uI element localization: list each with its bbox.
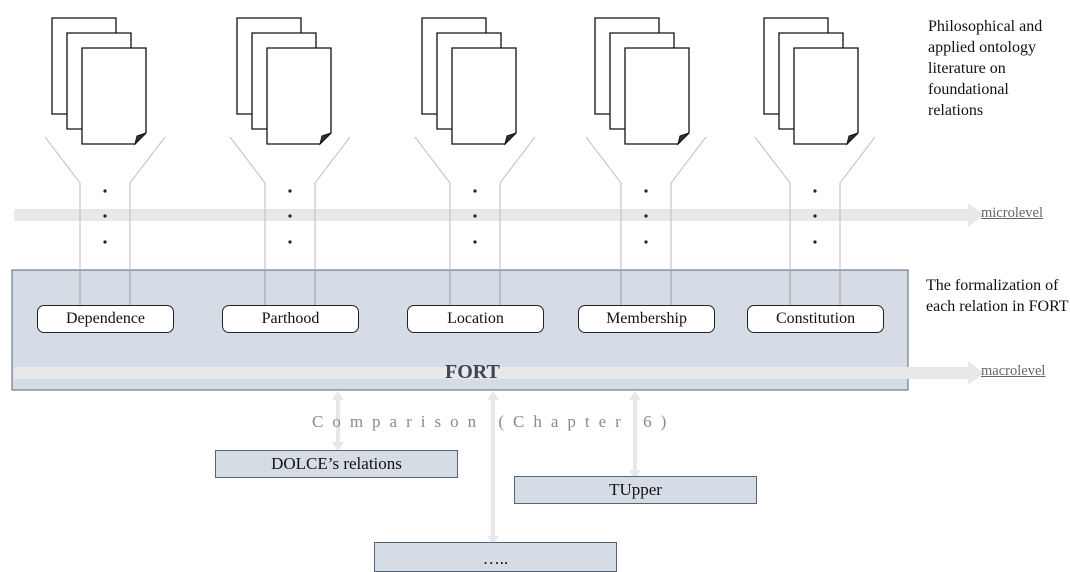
microlevel-arrow [14, 203, 984, 227]
ellipsis-dots-dependence [103, 189, 107, 244]
document-stack-parthood [236, 17, 332, 146]
dolce-relations-box: DOLCE’s relations [215, 450, 458, 478]
comparison-arrow-dolce [332, 391, 344, 451]
microlevel-label: microlevel [981, 205, 1044, 221]
document-stack-constitution [763, 17, 859, 146]
tupper-box: TUpper [514, 476, 757, 504]
fort-label: FORT [445, 361, 500, 383]
document-stack-dependence [51, 17, 147, 146]
ellipsis-dots-location [473, 189, 477, 244]
macrolevel-arrow [14, 361, 984, 385]
ellipsis-dots-constitution [813, 189, 817, 244]
relation-membership: Membership [578, 305, 715, 333]
literature-note: Philosophical and applied ontology liter… [928, 18, 1043, 119]
ellipsis-dots-parthood [288, 189, 292, 244]
macrolevel-label: macrolevel [981, 363, 1046, 379]
document-stack-location [421, 17, 517, 146]
comparison-arrow-tupper [629, 391, 641, 479]
relation-dependence: Dependence [37, 305, 174, 333]
comparison-label: Comparison (Chapter 6) [312, 412, 676, 431]
comparison-arrow-other [487, 391, 499, 545]
other-ontologies-box: ….. [374, 542, 617, 572]
relation-parthood: Parthood [222, 305, 359, 333]
ellipsis-dots-membership [644, 189, 648, 244]
relation-constitution: Constitution [747, 305, 884, 333]
document-stack-membership [594, 17, 690, 146]
relation-location: Location [407, 305, 544, 333]
formalization-note: The formalization of each relation in FO… [926, 277, 1069, 315]
